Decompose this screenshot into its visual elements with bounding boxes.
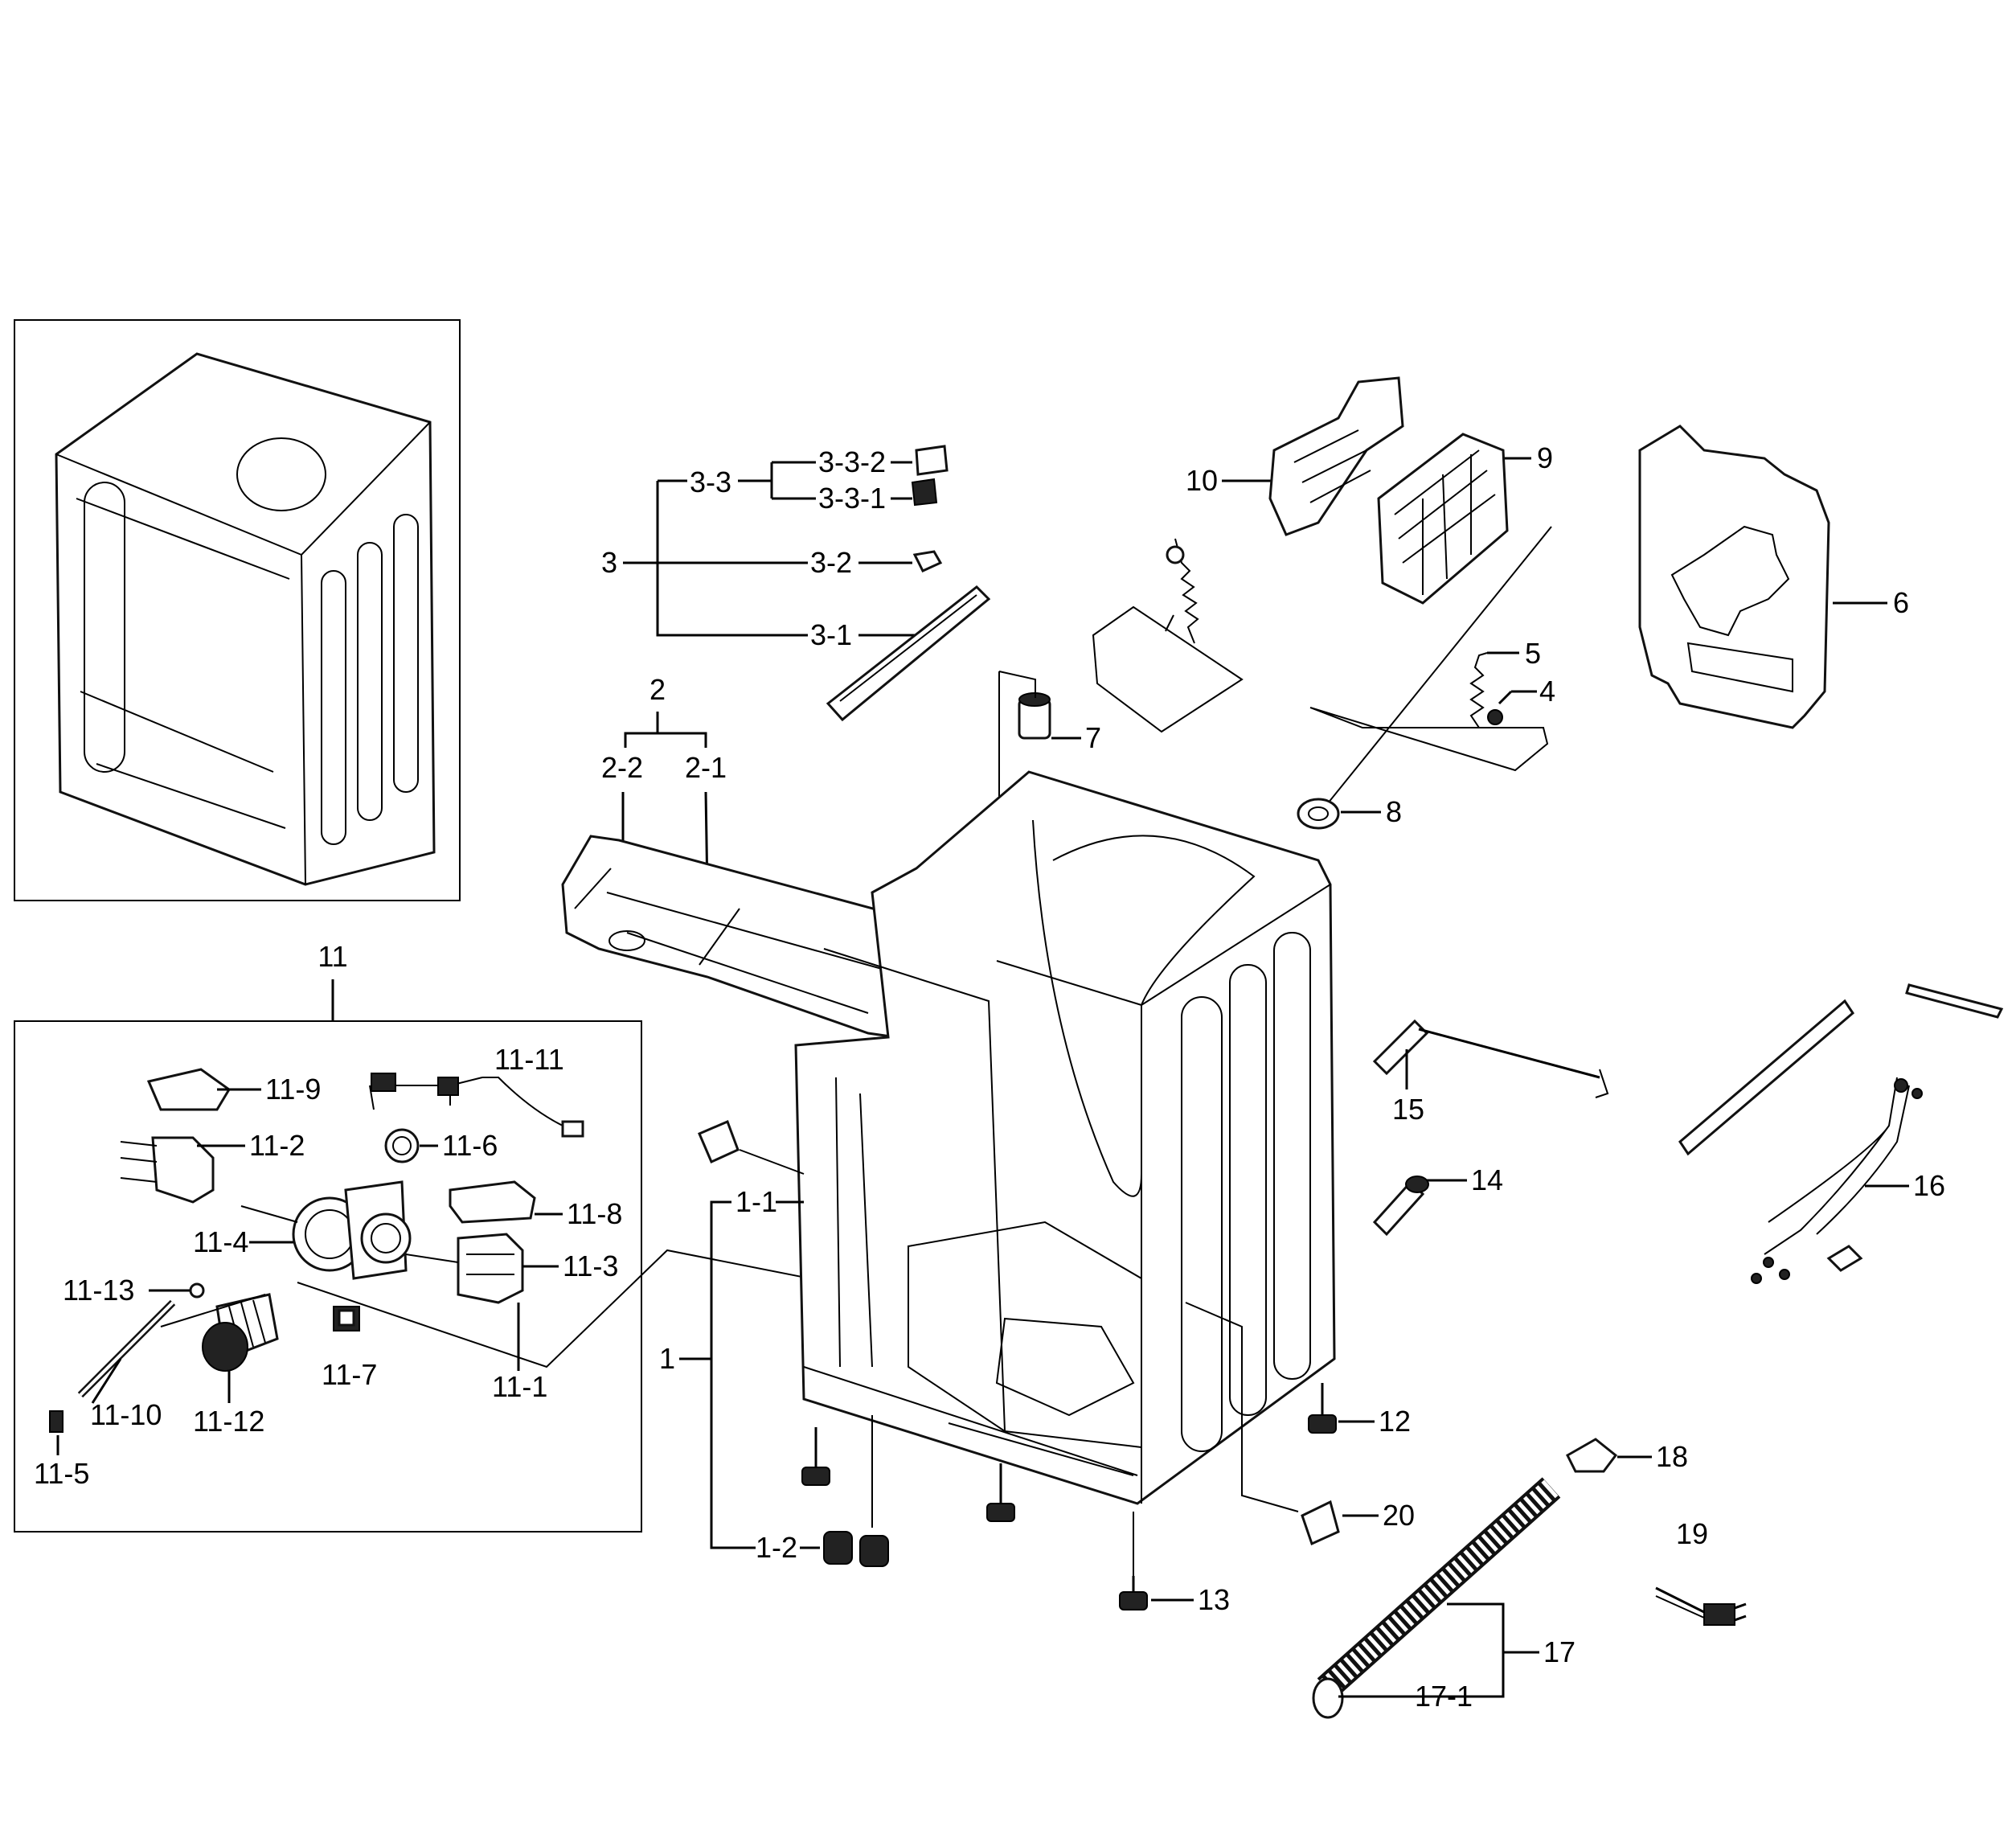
part-20-handle [1301,1500,1340,1546]
group-6: 6 [1638,425,1909,729]
label-19: 19 [1676,1517,1708,1550]
label-15: 15 [1392,1093,1424,1126]
label-5: 5 [1525,637,1541,670]
label-17-1: 17-1 [1415,1680,1473,1713]
part-5-spring [1469,652,1488,728]
part-1-cabinet [794,770,1336,1505]
label-11-9: 11-9 [265,1073,321,1106]
label-11: 11 [318,940,347,973]
part-18-elbow [1566,1438,1618,1473]
group-1: 1-1 1 1-2 [659,1120,889,1567]
label-1: 1 [659,1342,675,1375]
label-11-7: 11-7 [322,1358,377,1391]
label-11-10: 11-10 [90,1398,162,1431]
group-3: 3 3-2 3-3 3-3-2 3-3-1 3-1 [601,445,991,722]
part-11-5-cap [49,1410,64,1433]
label-11-3: 11-3 [563,1249,618,1282]
part-4-damper [1487,709,1503,725]
label-1-2: 1-2 [756,1531,797,1564]
part-11-8-bracket [449,1180,536,1224]
part-spring [1174,538,1199,644]
label-1-1: 1-1 [736,1185,777,1218]
part-16-rail-a [1678,999,1854,1156]
group-17-19: 17 17-1 18 19 [1312,1438,1747,1719]
label-3-3: 3-3 [690,466,731,499]
part-11-6-gasket [384,1128,420,1163]
part-1-1-handle [698,1120,740,1163]
label-11-6: 11-6 [442,1129,498,1162]
part-16-harness [1764,1077,1910,1255]
label-11-13: 11-13 [63,1274,134,1307]
group-top-right: 10 9 5 4 [1092,376,1555,821]
label-12: 12 [1379,1405,1411,1438]
label-6: 6 [1893,586,1909,619]
label-16: 16 [1913,1169,1945,1202]
label-9: 9 [1537,441,1553,474]
label-20: 20 [1383,1499,1415,1532]
label-4: 4 [1539,675,1555,708]
part-11-9-cover [146,1068,231,1111]
part-6-rear-cover [1638,425,1830,729]
part-11-3-pump [457,1233,524,1304]
label-13: 13 [1198,1583,1230,1616]
label-7: 7 [1085,721,1101,754]
label-11-2: 11-2 [249,1129,305,1162]
part-11-11-harness [369,1077,580,1130]
part-foot-b [986,1463,1015,1522]
part-15-damper [1372,1019,1609,1098]
label-11-5: 11-5 [34,1457,89,1490]
label-17: 17 [1543,1635,1576,1668]
group-16: 16 [1678,983,2004,1284]
label-2-2: 2-2 [601,751,643,784]
part-10-duct [1268,376,1404,536]
label-14: 14 [1471,1163,1503,1196]
part-11-2-pump-motor [151,1136,215,1204]
label-18: 18 [1656,1440,1688,1473]
group-2: 2 2-2 2-1 [561,673,935,1039]
part-16-rail-b [1905,983,2004,1019]
part-foot-a [801,1427,830,1486]
label-3: 3 [601,546,617,579]
part-11-13-clamp [189,1282,205,1299]
part-8-grommet [1297,798,1340,830]
part-11-12-filter [202,1293,279,1372]
part-13-foot [1119,1576,1148,1610]
label-10: 10 [1186,464,1218,497]
label-8: 8 [1386,795,1402,828]
part-17-1-coupling [1312,1677,1344,1719]
part-3-3-2-switch [915,445,949,476]
label-3-3-1: 3-3-1 [818,482,886,515]
part-1-2-feet [823,1531,889,1567]
label-11-4: 11-4 [193,1225,248,1258]
part-3-1-rail [826,585,991,722]
part-3-3-1-switch [911,478,938,507]
label-2-1: 2-1 [685,751,727,784]
part-17-drain-hose [1317,1477,1561,1699]
pump-subassembly-box: 11 11-9 11-11 11-2 11-6 11-8 [14,940,953,1533]
main-cabinet [794,770,1336,1505]
overview-inset [14,319,461,901]
label-11-1: 11-1 [492,1370,547,1403]
group-14-15: 15 14 [1372,1019,1609,1237]
part-9-filter-grid [1377,433,1509,605]
part-14-damper [1372,1176,1429,1237]
label-3-2: 3-2 [810,546,852,579]
group-feet: 12 13 [801,1383,1411,1616]
part-19-power-cord [1655,1586,1747,1626]
part-11-4-pump-housing [292,1180,412,1280]
label-3-3-2: 3-3-2 [818,445,886,478]
label-11-8: 11-8 [567,1197,622,1230]
part-3-2-clip [912,550,943,572]
label-2: 2 [649,673,666,706]
label-3-1: 3-1 [810,618,852,651]
part-12-foot [1308,1383,1337,1434]
label-11-12: 11-12 [193,1405,264,1438]
overview-cabinet [55,352,436,886]
label-11-11: 11-11 [494,1043,564,1076]
group-20: 20 [1185,1302,1415,1546]
